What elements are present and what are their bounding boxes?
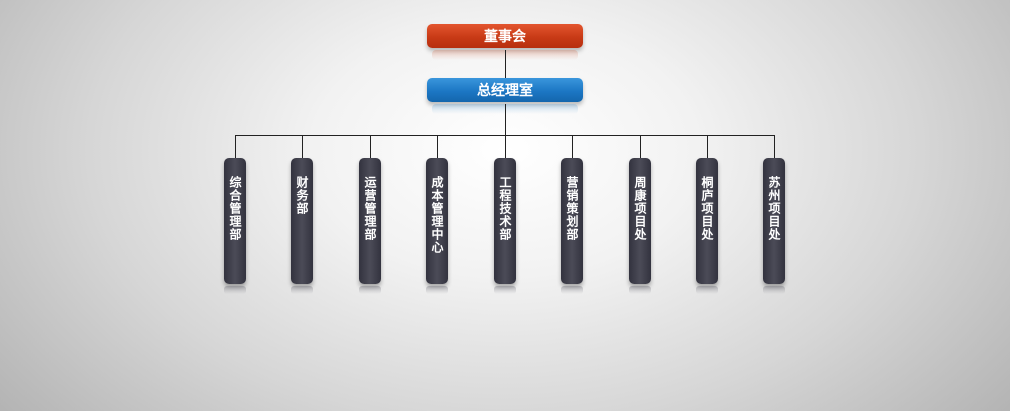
department-node: 苏州项目处 [763, 158, 785, 284]
department-node: 综合管理部 [224, 158, 246, 284]
drop-line [302, 135, 303, 158]
department-reflection [426, 286, 448, 294]
general-manager-node: 总经理室 [427, 78, 583, 102]
department-node: 周康项目处 [629, 158, 651, 284]
department-node: 营销策划部 [561, 158, 583, 284]
department-node: 工程技术部 [494, 158, 516, 284]
department-reflection [763, 286, 785, 294]
department-node: 桐庐项目处 [696, 158, 718, 284]
drop-line [437, 135, 438, 158]
drop-line [572, 135, 573, 158]
department-label: 成本管理中心 [430, 176, 444, 254]
board-label: 董事会 [484, 29, 526, 45]
department-label: 营销策划部 [565, 176, 579, 241]
department-label: 综合管理部 [228, 176, 242, 241]
department-node: 财务部 [291, 158, 313, 284]
department-reflection [494, 286, 516, 294]
department-label: 运营管理部 [363, 176, 377, 241]
general-manager-label: 总经理室 [477, 83, 533, 99]
department-node: 成本管理中心 [426, 158, 448, 284]
connector-gm-bus [505, 104, 506, 135]
drop-line [370, 135, 371, 158]
department-reflection [359, 286, 381, 294]
department-reflection [561, 286, 583, 294]
department-reflection [696, 286, 718, 294]
drop-line [707, 135, 708, 158]
drop-line [235, 135, 236, 158]
connector-board-gm [505, 50, 506, 78]
department-reflection [629, 286, 651, 294]
department-label: 桐庐项目处 [700, 176, 714, 241]
department-node: 运营管理部 [359, 158, 381, 284]
department-label: 财务部 [295, 176, 309, 215]
drop-line [774, 135, 775, 158]
department-label: 周康项目处 [633, 176, 647, 241]
department-reflection [224, 286, 246, 294]
drop-line [640, 135, 641, 158]
department-reflection [291, 286, 313, 294]
board-node: 董事会 [427, 24, 583, 48]
department-label: 工程技术部 [498, 176, 512, 241]
drop-line [505, 135, 506, 158]
department-label: 苏州项目处 [767, 176, 781, 241]
